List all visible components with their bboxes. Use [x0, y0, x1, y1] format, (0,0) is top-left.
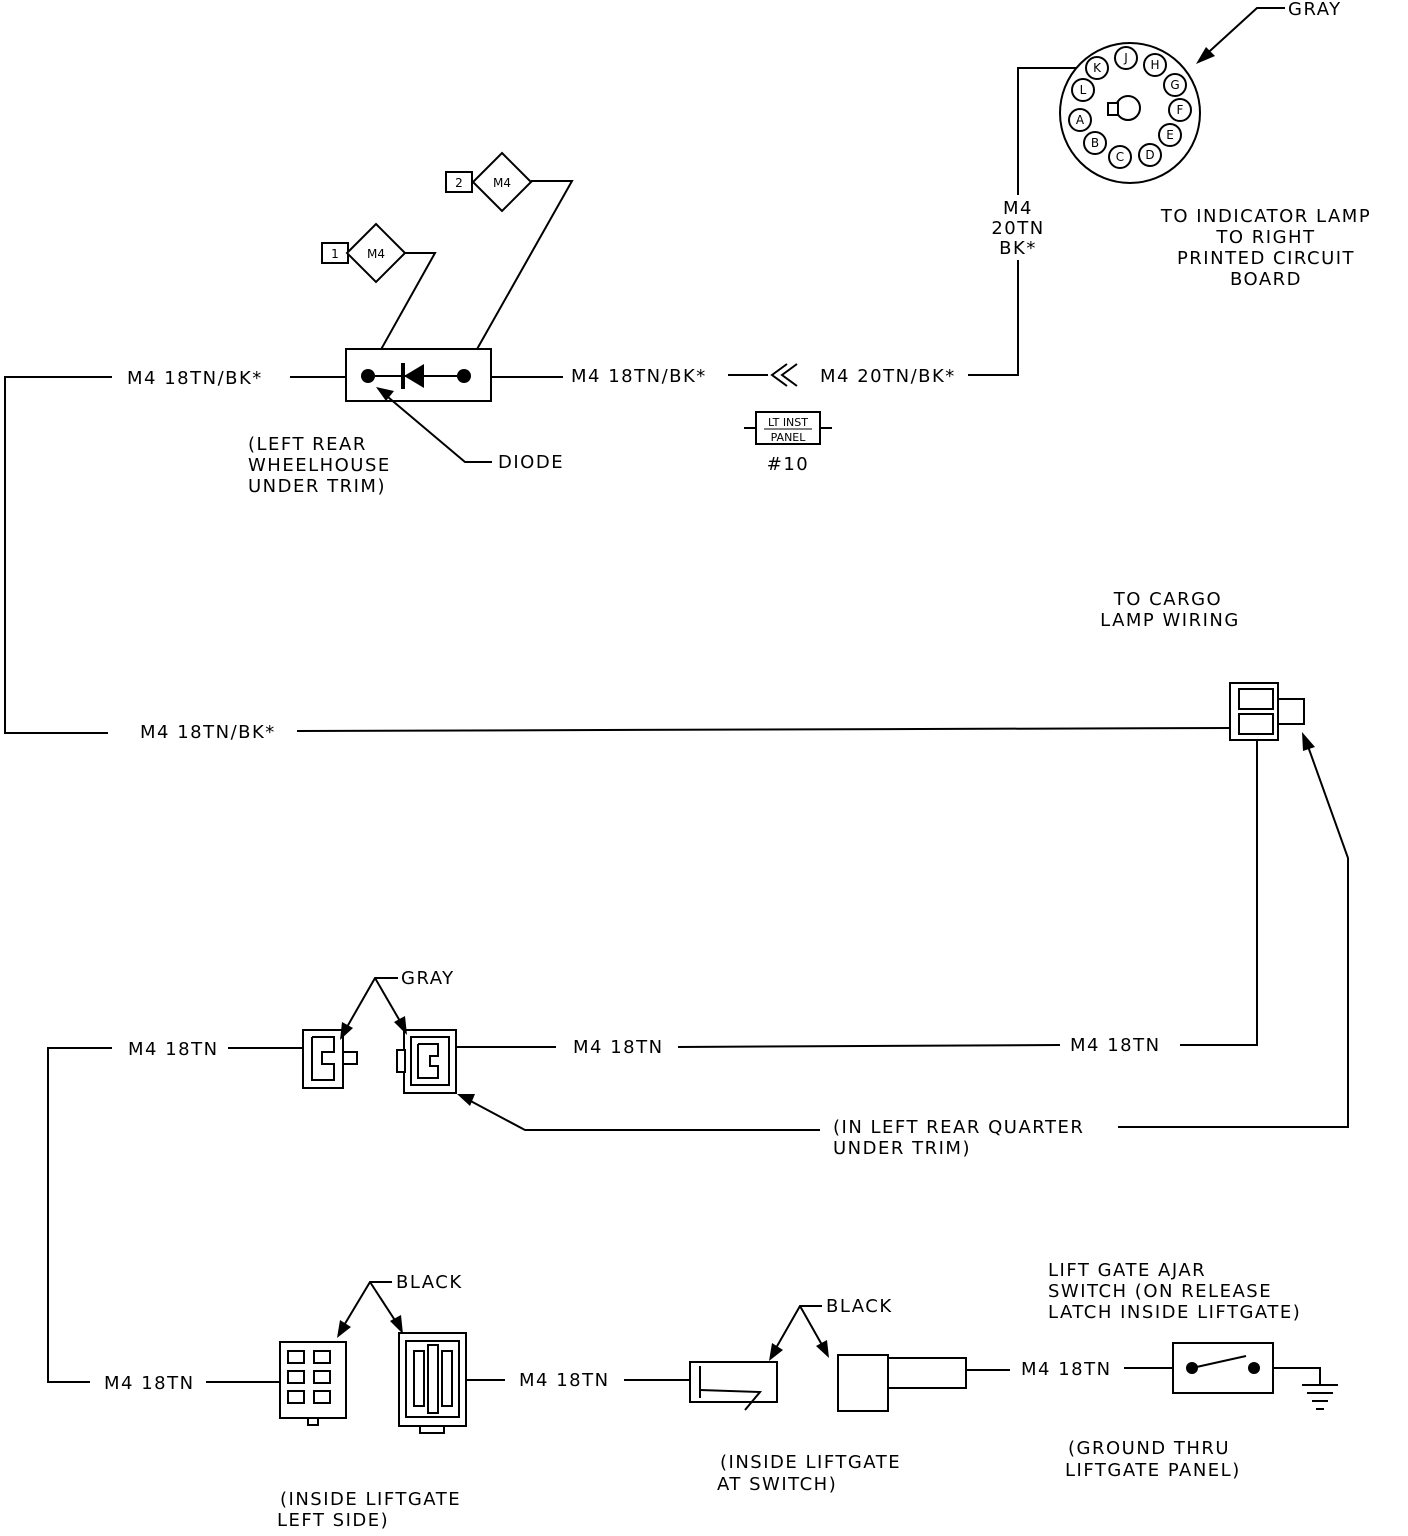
destination-line-4: BOARD: [1230, 269, 1302, 290]
vertical-wire-gauge: 20TN: [991, 218, 1044, 239]
wire-label-top-left: M4 18TN/BK*: [127, 368, 263, 389]
liftgate-left-color: BLACK: [396, 1272, 463, 1293]
pin-d-label: D: [1145, 148, 1154, 162]
pin-j-label: J: [1123, 51, 1128, 65]
diode-label: DIODE: [498, 452, 564, 473]
ground-label: (GROUND THRU LIFTGATE PANEL): [1065, 1438, 1241, 1481]
connector-number: #10: [767, 454, 810, 475]
ground-line-2: LIFTGATE PANEL): [1065, 1460, 1241, 1481]
ground-line-1: (GROUND THRU: [1068, 1438, 1230, 1459]
vertical-wire-circuit: M4: [1003, 198, 1033, 219]
gray-callout-arrow: [1199, 7, 1285, 61]
arrowhead: [1196, 47, 1215, 64]
diode-location-2: WHEELHOUSE: [248, 455, 391, 476]
gray-callout-arrows: [342, 977, 398, 1035]
splice-2: 2 M4: [445, 151, 574, 367]
liftgate-left-location-label: (INSIDE LIFTGATE LEFT SIDE): [277, 1489, 461, 1531]
lt-inst-panel-connector: LT INST PANEL #10: [744, 411, 832, 475]
liftgate-switch-location-label: (INSIDE LIFTGATE AT SWITCH): [717, 1452, 901, 1495]
splice-2-number: 2: [455, 176, 463, 190]
quarter-connector-color: GRAY: [401, 968, 455, 989]
pin-g-label: G: [1170, 78, 1179, 92]
inline-connector-symbol: [770, 363, 798, 387]
pin-e-label: E: [1166, 128, 1174, 142]
wire-label-mid-center: M4 18TN: [573, 1037, 664, 1058]
diode-assembly: [345, 348, 492, 402]
panel-line-1: LT INST: [768, 416, 808, 429]
diode-location-label: (LEFT REAR WHEELHOUSE UNDER TRIM): [248, 434, 391, 497]
liftgate-left-female-connector: [398, 1332, 467, 1434]
wire-label-mid-left: M4 18TN: [128, 1039, 219, 1060]
liftgate-left-male-connector: [279, 1341, 347, 1426]
liftgate-switch-color: BLACK: [826, 1296, 893, 1317]
switch-location-2: AT SWITCH): [717, 1474, 837, 1495]
diode-location-3: UNDER TRIM): [248, 476, 386, 497]
ajar-line-1: LIFT GATE AJAR: [1048, 1260, 1206, 1281]
wire-paths: [4, 67, 1258, 1383]
pin-l-label: L: [1080, 83, 1087, 97]
indicator-destination-label: TO INDICATOR LAMP TO RIGHT PRINTED CIRCU…: [1160, 206, 1371, 290]
ajar-line-3: LATCH INSIDE LIFTGATE): [1048, 1302, 1301, 1323]
pin-b-label: B: [1091, 136, 1099, 150]
liftgate-switch-female-connector: [689, 1361, 778, 1411]
diode-callout-arrow: [381, 391, 492, 463]
pin-k-label: K: [1093, 61, 1102, 75]
ajar-line-2: SWITCH (ON RELEASE: [1048, 1281, 1272, 1302]
wire-label-cargo: M4 18TN/BK*: [140, 722, 276, 743]
cargo-lamp-label: TO CARGO LAMP WIRING: [1100, 589, 1240, 631]
splice-1-code: M4: [367, 247, 385, 261]
pin-c-label: C: [1116, 150, 1124, 164]
black-callout-arrows-left: [339, 1281, 392, 1333]
wire-label-mid-right: M4 18TN: [1070, 1035, 1161, 1056]
liftgate-switch-male-connector: [837, 1354, 967, 1412]
destination-line-3: PRINTED CIRCUIT: [1177, 248, 1355, 269]
splice-1: 1 M4: [321, 222, 437, 370]
indicator-lamp-connector: K J H G F E D C B A L: [1059, 42, 1201, 184]
destination-line-1: TO INDICATOR LAMP: [1160, 206, 1371, 227]
quarter-location-2: UNDER TRIM): [833, 1138, 971, 1159]
switch-location-1: (INSIDE LIFTGATE: [720, 1452, 901, 1473]
diode-location-1: (LEFT REAR: [248, 434, 367, 455]
splice-1-number: 1: [331, 247, 339, 261]
pin-a-label: A: [1076, 113, 1085, 127]
quarter-connector-female: [396, 1029, 457, 1094]
cargo-line-2: LAMP WIRING: [1100, 610, 1240, 631]
wire-label-bottom-center: M4 18TN: [519, 1370, 610, 1391]
cargo-callout-arrow: [1118, 737, 1349, 1128]
wire-label-bottom-right: M4 18TN: [1021, 1359, 1112, 1380]
wire-label-top-middle: M4 18TN/BK*: [571, 366, 707, 387]
panel-line-2: PANEL: [771, 431, 807, 444]
quarter-location-1: (IN LEFT REAR QUARTER: [833, 1117, 1084, 1138]
pin-f-label: F: [1177, 103, 1184, 117]
quarter-callout-arrow: [464, 1097, 820, 1131]
wire-label-top-right: M4 20TN/BK*: [820, 366, 956, 387]
destination-line-2: TO RIGHT: [1215, 227, 1315, 248]
liftgate-left-location-2: LEFT SIDE): [277, 1510, 389, 1531]
splice-2-code: M4: [493, 176, 511, 190]
wire-label-bottom-left: M4 18TN: [104, 1373, 195, 1394]
pin-h-label: H: [1150, 58, 1159, 72]
diode-symbol: [404, 364, 424, 388]
vertical-wire-label: M4 20TN BK*: [991, 198, 1044, 259]
quarter-location-label: (IN LEFT REAR QUARTER UNDER TRIM): [833, 1117, 1084, 1159]
cargo-line-1: TO CARGO: [1113, 589, 1222, 610]
liftgate-left-location-1: (INSIDE LIFTGATE: [280, 1489, 461, 1510]
ajar-switch-label: LIFT GATE AJAR SWITCH (ON RELEASE LATCH …: [1048, 1260, 1301, 1323]
quarter-connector-male: [302, 1029, 358, 1089]
indicator-connector-color: GRAY: [1288, 0, 1342, 20]
ground-symbol: [1273, 1367, 1338, 1410]
cargo-lamp-connector: [1229, 682, 1305, 741]
vertical-wire-color: BK*: [999, 238, 1037, 259]
liftgate-ajar-switch: [1172, 1342, 1274, 1394]
